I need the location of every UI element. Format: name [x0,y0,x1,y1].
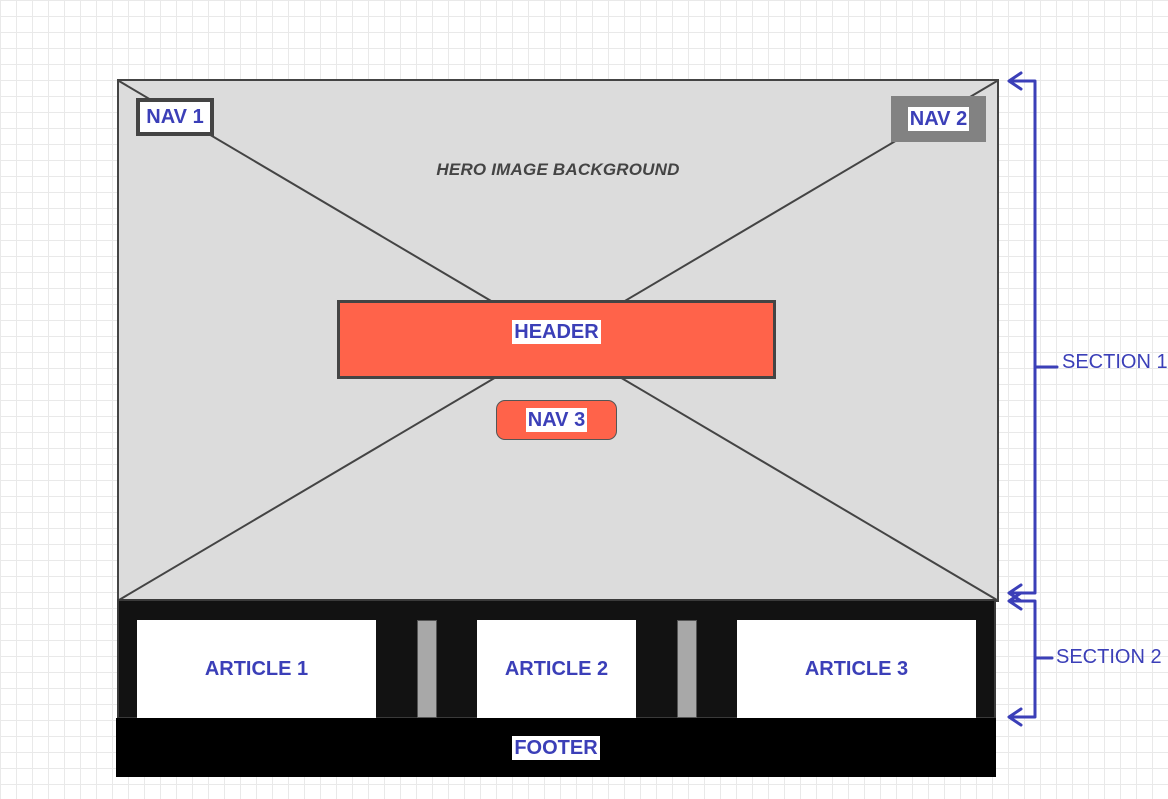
article-3[interactable]: ARTICLE 3 [737,620,976,718]
section-1-label: SECTION 1 [1062,351,1168,373]
article-1[interactable]: ARTICLE 1 [137,620,376,718]
section-2-bracket [1008,599,1037,719]
section-1-arrow-bottom [1007,583,1023,603]
footer-label: FOOTER [512,735,600,760]
section-2-arrow-bottom [1007,707,1023,727]
article-divider [677,620,697,718]
nav-2-label: NAV 2 [907,107,970,131]
section-2-arrow-top [1007,591,1023,611]
header-label: HEADER [512,320,601,344]
section-2-label: SECTION 2 [1056,646,1162,668]
nav-3[interactable]: NAV 3 [496,400,617,440]
nav-1[interactable]: NAV 1 [136,98,214,136]
hero-caption: HERO IMAGE BACKGROUND [436,160,680,179]
section-1-bracket [1008,79,1037,595]
header-label-wrap: HEADER [337,320,776,344]
nav-1-label: NAV 1 [144,105,206,129]
nav-2[interactable]: NAV 2 [891,96,986,142]
section-1-arrow-top [1007,71,1023,91]
article-2-label: ARTICLE 2 [504,657,609,680]
article-2[interactable]: ARTICLE 2 [477,620,636,718]
article-1-label: ARTICLE 1 [204,657,309,680]
footer: FOOTER [116,718,996,777]
nav-3-label: NAV 3 [525,408,588,432]
article-3-label: ARTICLE 3 [804,657,909,680]
article-divider [417,620,437,718]
